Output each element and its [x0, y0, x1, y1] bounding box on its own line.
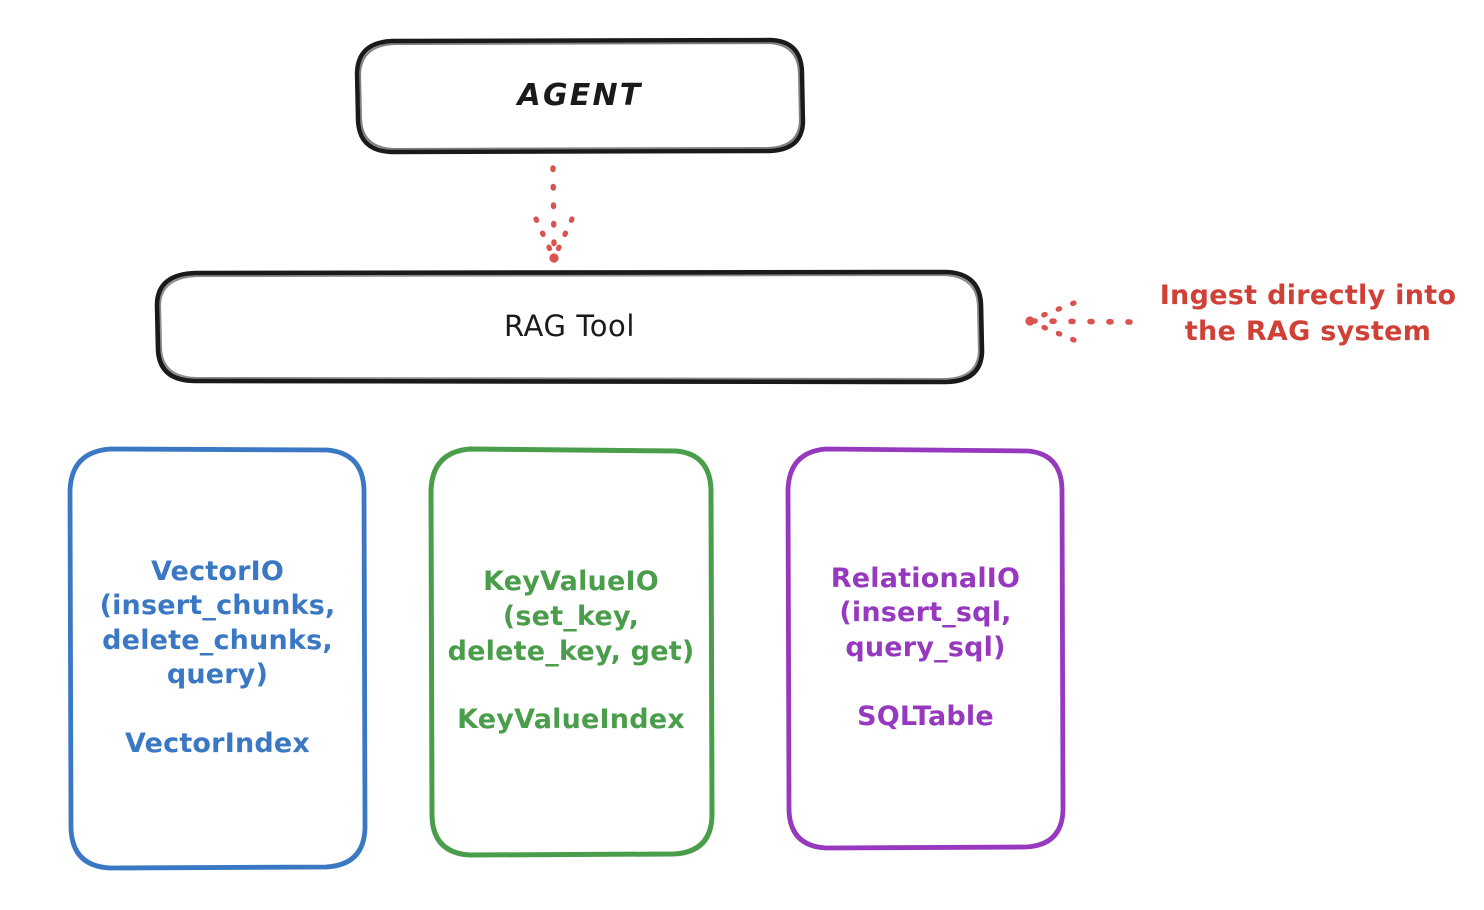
ingest-note-arrow: [1025, 300, 1133, 343]
key-value-io-box[interactable]: [428, 446, 715, 858]
agent-to-rag-arrow: [533, 165, 575, 263]
relational-io-index: SQLTable: [857, 700, 994, 732]
key-value-io-methods: (set_key, delete_key, get): [447, 600, 695, 667]
agent-label: AGENT: [517, 77, 643, 113]
ingest-annotation-text: Ingest directly into the RAG system: [1159, 280, 1457, 348]
relational-io-methods: (insert_sql, query_sql): [839, 597, 1012, 663]
relational-io-api: RelationalIO: [830, 562, 1021, 594]
key-value-io-api: KeyValueIO: [483, 566, 659, 598]
rag-tool-box[interactable]: [154, 269, 985, 385]
vector-io-label: VectorIO (insert_chunks, delete_chunks, …: [70, 448, 365, 868]
rag-tool-label: RAG Tool: [503, 309, 636, 344]
vector-io-index: VectorIndex: [124, 727, 311, 759]
vector-io-api: VectorIO: [150, 555, 285, 587]
agent-box[interactable]: [354, 37, 806, 155]
key-value-io-index: KeyValueIndex: [457, 704, 685, 736]
vector-io-methods: (insert_chunks, delete_chunks, query): [99, 590, 336, 691]
relational-io-label: RelationalIO (insert_sql, query_sql) SQL…: [788, 448, 1063, 848]
relational-io-box[interactable]: [785, 446, 1066, 851]
vector-io-box[interactable]: [67, 446, 368, 871]
key-value-io-label: KeyValueIO (set_key, delete_key, get) Ke…: [430, 448, 712, 855]
